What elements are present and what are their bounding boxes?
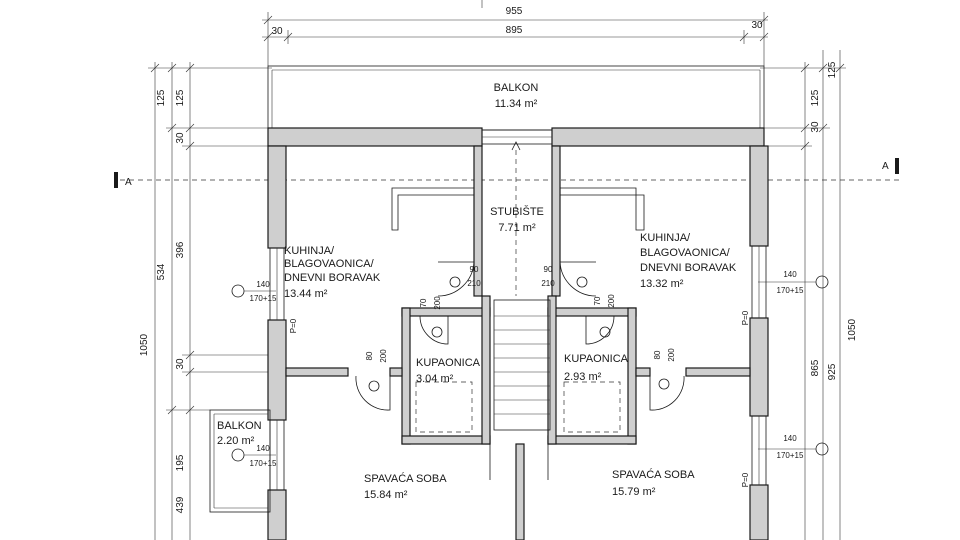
section-marker-left: A xyxy=(125,177,132,188)
kuhinja-left-line3: DNEVNI BORAVAK xyxy=(284,272,381,284)
window-right-bottom-width: 140 xyxy=(783,434,797,443)
dim-left-1050: 1050 xyxy=(139,333,150,356)
kupaonica-right-area: 2.93 m² xyxy=(564,371,602,383)
window-left-top-width: 140 xyxy=(256,280,270,289)
doors xyxy=(355,261,685,433)
dim-right-125b: 125 xyxy=(827,61,838,78)
kuhinja-right-line1: KUHINJA/ xyxy=(640,232,691,244)
section-line xyxy=(114,158,900,188)
window-right-bottom-height: 170+15 xyxy=(777,451,804,460)
spavaca-left-area: 15.84 m² xyxy=(364,489,408,501)
dim-top-inner: 895 xyxy=(506,25,523,36)
stubiste-area: 7.71 m² xyxy=(498,222,536,234)
staircase xyxy=(493,141,551,431)
dim-top-left-30: 30 xyxy=(271,26,283,37)
interior-walls xyxy=(285,145,751,540)
door-stair-right-height: 210 xyxy=(541,279,555,288)
window-left-top-height: 170+15 xyxy=(250,294,277,303)
kuhinja-right-line2: BLAGOVAONICA/ xyxy=(640,247,731,259)
balcony-left xyxy=(209,409,271,513)
parapet-left: P=0 xyxy=(289,318,298,333)
dim-right-865: 865 xyxy=(810,359,821,376)
dim-left-195: 195 xyxy=(175,454,186,471)
kuhinja-left-line1: KUHINJA/ xyxy=(284,245,335,257)
door-room-left-height: 200 xyxy=(379,349,388,363)
right-dimension-lines xyxy=(760,50,846,540)
kuhinja-right-area: 13.32 m² xyxy=(640,278,684,290)
dim-top-total: 955 xyxy=(506,6,523,17)
dim-right-30: 30 xyxy=(810,121,821,133)
dim-left-30a: 30 xyxy=(175,132,186,144)
dim-right-1050: 1050 xyxy=(847,318,858,341)
parapet-bottom-right: P=0 xyxy=(741,472,750,487)
balkon-left-name: BALKON xyxy=(217,420,262,432)
door-stair-left-width: 90 xyxy=(470,265,479,274)
balkon-top-area: 11.34 m² xyxy=(495,98,538,110)
balkon-left-area: 2.20 m² xyxy=(217,435,255,447)
door-bath-right-height: 200 xyxy=(607,294,616,308)
balkon-top-name: BALKON xyxy=(494,82,539,94)
door-stair-right-width: 90 xyxy=(544,265,553,274)
window-left-bottom-width: 140 xyxy=(256,444,270,453)
door-room-right-width: 80 xyxy=(653,350,662,359)
outer-walls xyxy=(267,127,769,540)
door-bath-left-width: 70 xyxy=(419,298,428,307)
dim-left-125b: 125 xyxy=(175,89,186,106)
kuhinja-left-line2: BLAGOVAONICA/ xyxy=(284,258,375,270)
window-tags xyxy=(231,275,829,462)
dim-right-125a: 125 xyxy=(810,89,821,106)
stubiste-name: STUBIŠTE xyxy=(490,205,544,218)
parapet-right: P=0 xyxy=(741,310,750,325)
left-dimension-lines xyxy=(148,62,272,540)
kuhinja-right-line3: DNEVNI BORAVAK xyxy=(640,262,737,274)
dim-right-925: 925 xyxy=(827,363,838,380)
door-stair-left-height: 210 xyxy=(467,279,481,288)
spavaca-left-name: SPAVAĆA SOBA xyxy=(364,472,447,485)
dim-left-534: 534 xyxy=(156,263,167,280)
door-bath-left-height: 200 xyxy=(433,296,442,310)
window-right-top-height: 170+15 xyxy=(777,286,804,295)
dim-left-439: 439 xyxy=(175,496,186,513)
kupaonica-left-name: KUPAONICA xyxy=(416,357,481,369)
door-room-right-height: 200 xyxy=(667,348,676,362)
kuhinja-left-area: 13.44 m² xyxy=(284,288,328,300)
spavaca-right-area: 15.79 m² xyxy=(612,486,656,498)
kupaonica-left-area: 3.04 m² xyxy=(416,373,454,385)
dim-left-396: 396 xyxy=(175,241,186,258)
door-bath-right-width: 70 xyxy=(593,296,602,305)
window-right-top-width: 140 xyxy=(783,270,797,279)
kupaonica-right-name: KUPAONICA xyxy=(564,353,629,365)
window-left-bottom-height: 170+15 xyxy=(250,459,277,468)
spavaca-right-name: SPAVAĆA SOBA xyxy=(612,468,695,481)
top-dimension-lines xyxy=(262,0,769,66)
dim-top-right-30: 30 xyxy=(751,20,763,31)
door-room-left-width: 80 xyxy=(365,351,374,360)
section-marker-right: A xyxy=(882,161,889,172)
dim-left-125a: 125 xyxy=(156,89,167,106)
dim-left-30b: 30 xyxy=(175,358,186,370)
